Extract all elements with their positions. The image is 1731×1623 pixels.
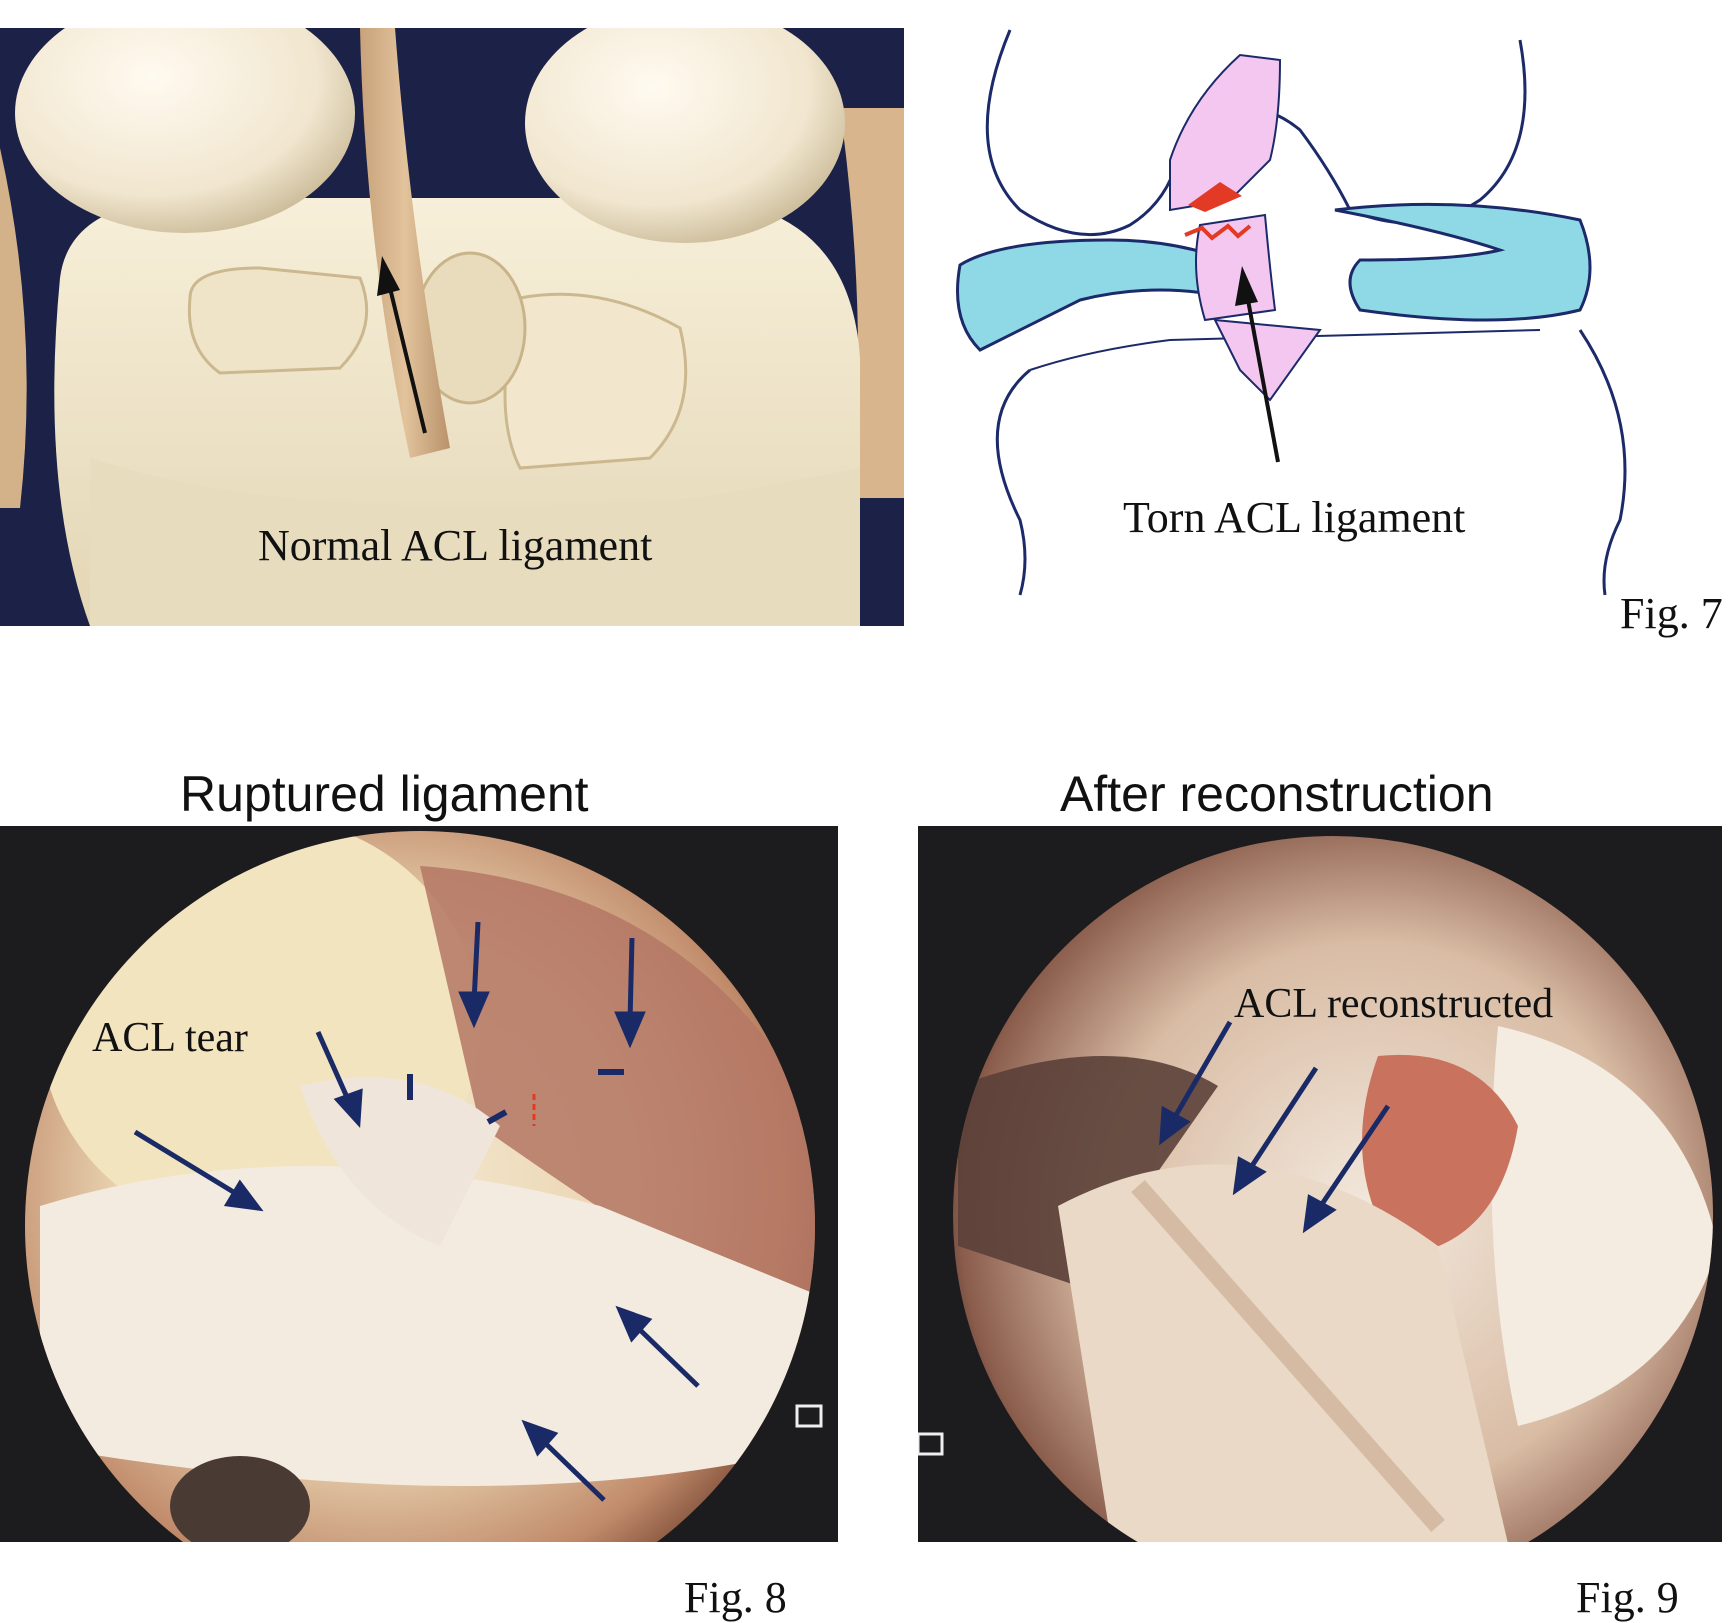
acl-tear-label: ACL tear — [92, 1015, 248, 1061]
normal-acl-photo: Normal ACL ligament — [0, 28, 904, 626]
ruptured-title: Ruptured ligament — [180, 766, 589, 822]
fig-7-label: Fig. 7 — [1620, 589, 1723, 638]
torn-acl-drawing: Torn ACL ligament — [940, 0, 1700, 600]
fig-8-label: Fig. 8 — [684, 1573, 787, 1622]
acl-reconstructed-label: ACL reconstructed — [1234, 981, 1554, 1027]
normal-acl-label: Normal ACL ligament — [258, 521, 653, 570]
reconstruction-title: After reconstruction — [1060, 766, 1494, 822]
ruptured-arthroscopy: ACL tear — [0, 826, 838, 1542]
reconstruction-arthroscopy: ACL reconstructed — [918, 826, 1722, 1542]
torn-acl-label: Torn ACL ligament — [1123, 493, 1466, 542]
fig-9-label: Fig. 9 — [1576, 1573, 1679, 1622]
